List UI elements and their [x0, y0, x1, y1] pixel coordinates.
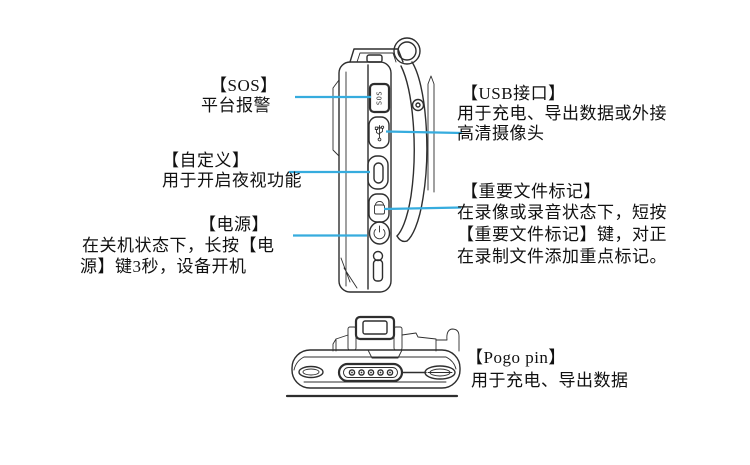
power-icon	[373, 225, 386, 240]
power-callout-desc-line2: 源】键3秒，设备开机	[80, 257, 247, 276]
lanyard-ring-drawing	[393, 37, 421, 65]
clip-rod	[427, 75, 435, 193]
usb-callout-desc-line1: 用于充电、导出数据或外接	[457, 104, 667, 123]
power-button-drawing	[368, 221, 391, 245]
file-mark-icon	[374, 200, 385, 215]
power-callout-desc-line1: 在关机状态下，长按【电	[82, 236, 275, 255]
usb-callout-title: 【USB接口】	[461, 84, 566, 103]
mark-callout-desc-line1: 在录像或录音状态下，短按	[457, 203, 667, 222]
sos-callout-title: 【SOS】	[210, 76, 278, 95]
sos-button-text: SOS	[376, 91, 384, 105]
pogo-callout-desc: 用于充电、导出数据	[471, 371, 629, 390]
bottom-clip-mount-drawing	[332, 315, 460, 359]
sos-callout-desc: 平台报警	[201, 96, 271, 115]
bottom-body-outline	[291, 349, 461, 389]
usb-callout-desc-line2: 高清摄像头	[457, 124, 545, 143]
custom-callout-desc: 用于开启夜视功能	[162, 171, 302, 190]
pogo-callout-title: 【Pogo pin】	[466, 348, 566, 367]
device-bottom-view-drawing	[285, 315, 461, 398]
mark-callout-line	[383, 206, 462, 211]
mark-callout-desc-line2: 【重要文件标记】键，对正	[457, 225, 667, 244]
usb-icon	[374, 125, 385, 142]
custom-callout-title: 【自定义】	[162, 151, 250, 170]
usb-callout-line	[385, 130, 463, 135]
power-callout-title: 【电源】	[199, 215, 269, 234]
clip-screw-icon	[411, 98, 425, 112]
callout-lines	[289, 95, 463, 237]
top-mount-drawing	[349, 48, 404, 63]
custom-button-drawing	[367, 155, 389, 190]
mark-callout-desc-line3: 在录制文件添加重点标记。	[457, 247, 667, 266]
mark-callout-title: 【重要文件标记】	[461, 182, 601, 201]
left-flange	[332, 79, 340, 157]
bottom-slot-drawing	[340, 250, 384, 289]
left-port-drawing	[298, 365, 324, 379]
back-clip-drawing	[396, 61, 435, 243]
right-port-drawing	[424, 365, 456, 380]
pogo-pin-connector-drawing	[337, 362, 404, 383]
device-side-view-drawing	[332, 37, 435, 293]
device-body-outline	[338, 61, 392, 293]
